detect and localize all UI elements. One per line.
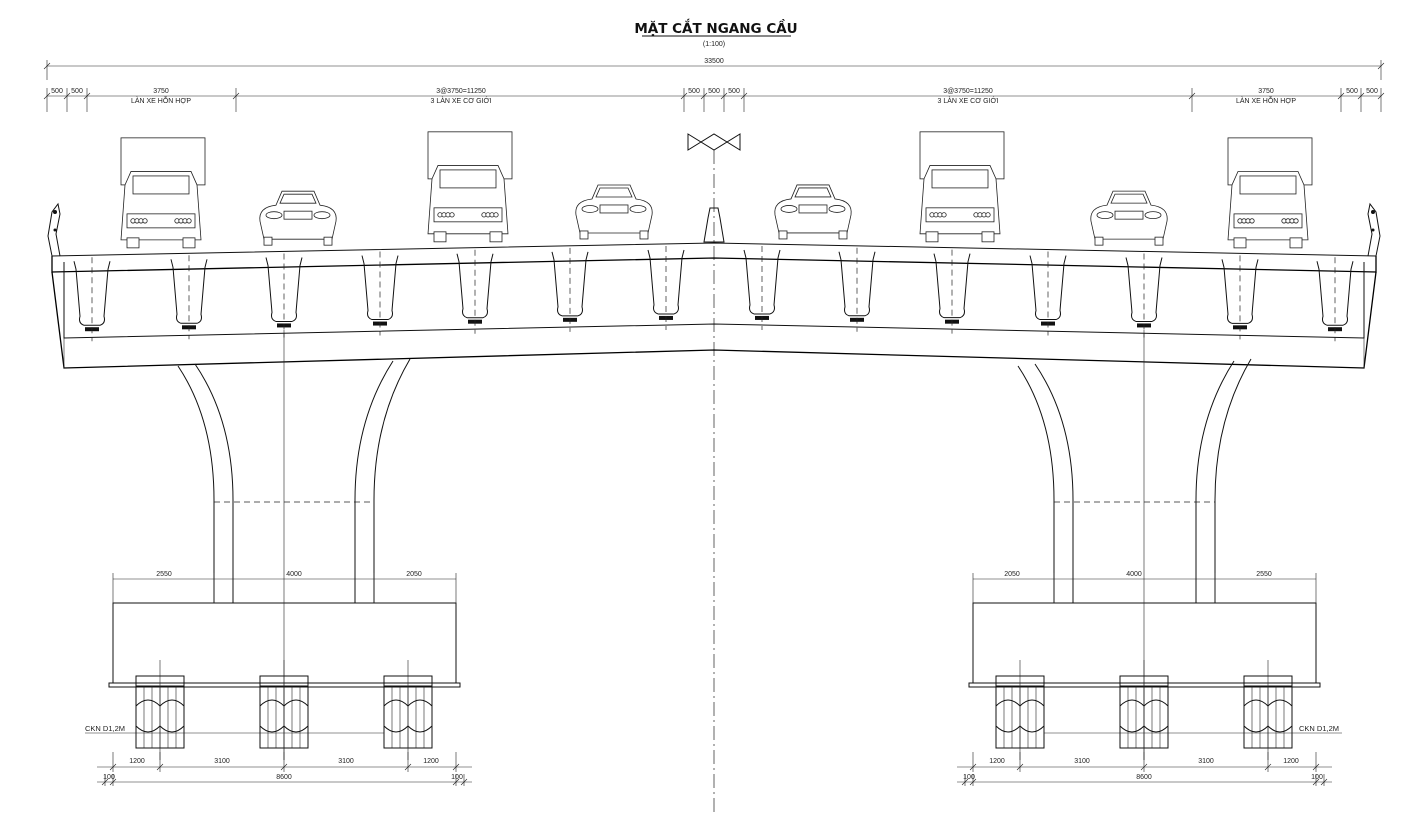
dim-sidewalk-right-1: 500 (1346, 88, 1358, 95)
girder (933, 249, 971, 334)
lane-label-motor-right: 3 LÀN XE CƠ GIỚI (937, 96, 998, 105)
right-edge-dim-1: 100 (963, 774, 975, 781)
right-pile-dim-2: 3100 (1074, 758, 1090, 765)
dim-sidewalk-left-2: 500 (71, 88, 83, 95)
left-edge-dim-1: 100 (103, 774, 115, 781)
overall-width-label: 33500 (704, 58, 724, 65)
right-pier (957, 330, 1342, 786)
left-edge-dim-2: 100 (451, 774, 463, 781)
drawing-scale: (1:100) (703, 41, 725, 48)
right-pile-dim-3: 3100 (1198, 758, 1214, 765)
right-footing-width: 8600 (1136, 774, 1152, 781)
lane-label-mixed-left: LÀN XE HỖN HỢP (131, 96, 191, 105)
dim-mixed-lane-left: 3750 (153, 88, 169, 95)
pile (383, 660, 433, 760)
girder (1221, 255, 1259, 340)
girder (265, 253, 303, 338)
left-cap-dim-1: 2550 (156, 571, 172, 578)
truck-icon (919, 131, 1005, 243)
bridge-deck (51, 242, 1377, 369)
car-icon (774, 184, 852, 240)
vehicle-row (120, 131, 1313, 249)
truck-icon (120, 137, 206, 249)
girder (647, 245, 685, 330)
railing-left (47, 202, 61, 257)
girder (1125, 253, 1163, 338)
lane-label-mixed-right: LÀN XE HỖN HỢP (1236, 96, 1296, 105)
dim-median-2: 500 (708, 88, 720, 95)
car-icon (575, 184, 653, 240)
left-pile-dim-4: 1200 (423, 758, 439, 765)
centerline-symbol (687, 133, 741, 151)
pile (135, 660, 185, 760)
left-footing-width: 8600 (276, 774, 292, 781)
right-pile-dim-1: 1200 (989, 758, 1005, 765)
girder (456, 249, 494, 334)
median-barrier (703, 207, 725, 243)
left-cap-dim-2: 4000 (286, 571, 302, 578)
left-cap-dim-3: 2050 (406, 571, 422, 578)
girder (743, 245, 781, 330)
truck-icon (427, 131, 513, 243)
girder (361, 251, 399, 336)
right-edge-dim-2: 100 (1311, 774, 1323, 781)
dim-median-3: 500 (728, 88, 740, 95)
right-cap-dim-1: 2050 (1004, 571, 1020, 578)
left-pile-label: CKN D1,2M (85, 724, 125, 733)
girder (1316, 257, 1354, 342)
left-pile-dim-1: 1200 (129, 758, 145, 765)
dim-sidewalk-right-2: 500 (1366, 88, 1378, 95)
overall-dimension: 33500 (43, 58, 1385, 80)
girder (1029, 251, 1067, 336)
dim-mixed-lane-right: 3750 (1258, 88, 1274, 95)
right-cap-dim-2: 4000 (1126, 571, 1142, 578)
pile (995, 660, 1045, 760)
dim-sidewalk-left-1: 500 (51, 88, 63, 95)
right-pile-label: CKN D1,2M (1299, 724, 1339, 733)
girder (170, 255, 208, 340)
left-pile-dim-2: 3100 (214, 758, 230, 765)
left-pile-dim-3: 3100 (338, 758, 354, 765)
dim-motor-lanes-left: 3@3750=11250 (436, 88, 486, 95)
car-icon (259, 190, 337, 246)
car-icon (1090, 190, 1168, 246)
pier-group (85, 330, 1342, 786)
railing-right (1367, 202, 1381, 257)
left-pier (85, 330, 472, 786)
dim-motor-lanes-right: 3@3750=11250 (943, 88, 993, 95)
right-pile-dim-4: 1200 (1283, 758, 1299, 765)
girder (551, 247, 589, 332)
drawing-title: MẶT CẮT NGANG CẦU (634, 18, 797, 37)
girder (73, 257, 111, 342)
pile (1243, 660, 1293, 760)
truck-icon (1227, 137, 1313, 249)
girder (838, 247, 876, 332)
right-cap-dim-3: 2550 (1256, 571, 1272, 578)
i-girder-row (73, 245, 1354, 342)
lane-label-motor-left: 3 LÀN XE CƠ GIỚI (430, 96, 491, 105)
lane-dimension-line (43, 88, 1385, 112)
dim-median-1: 500 (688, 88, 700, 95)
